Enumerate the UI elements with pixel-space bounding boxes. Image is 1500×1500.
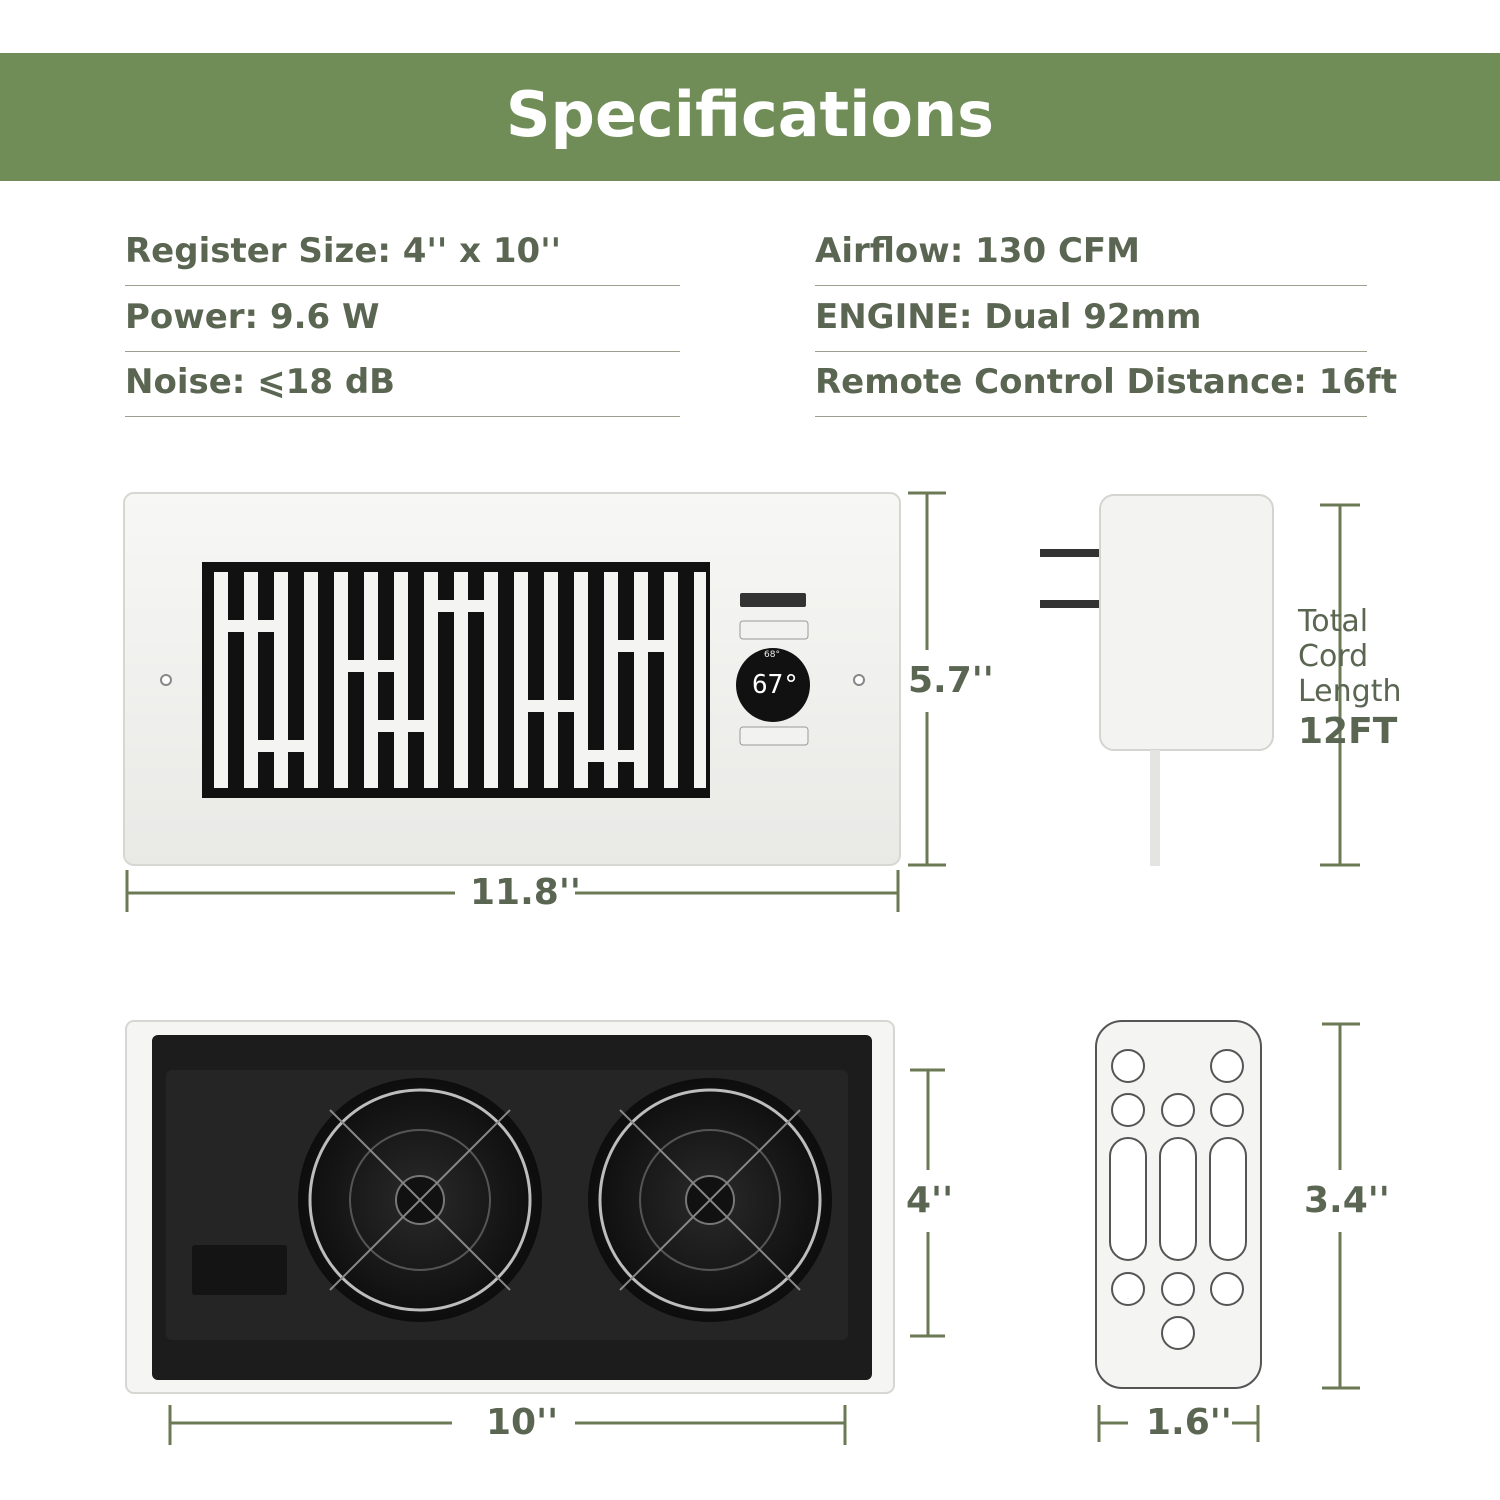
spec-remote-distance: Remote Control Distance: 16ft (815, 353, 1397, 417)
screw-hole (160, 674, 172, 686)
dimension-lines-back (168, 1068, 945, 1445)
header-banner: Specifications (0, 53, 1500, 181)
dimension-lines-front (125, 491, 946, 912)
grille-pattern (214, 572, 706, 788)
display-set-temp: 68° (764, 650, 780, 660)
spec-register-size: Register Size: 4'' x 10'' (125, 222, 680, 286)
panel-buttons-top (739, 620, 809, 640)
cord-label-line2: Cord (1298, 639, 1369, 674)
vent-back-view (125, 1020, 895, 1394)
remote-height-label: 3.4'' (1304, 1180, 1390, 1221)
back-width-label: 10'' (486, 1402, 559, 1443)
spec-noise: Noise: ⩽18 dB (125, 353, 680, 417)
remote-control (1095, 1020, 1262, 1389)
cord-label-line3: Length (1298, 674, 1402, 709)
front-width-label: 11.8'' (470, 872, 581, 913)
spec-engine: ENGINE: Dual 92mm (815, 288, 1367, 352)
page-title: Specifications (505, 78, 995, 151)
spec-power: Power: 9.6 W (125, 288, 680, 352)
label-plate (192, 1245, 287, 1295)
power-adapter (1040, 494, 1274, 866)
back-height-label: 4'' (906, 1180, 954, 1221)
spec-list-left: Register Size: 4'' x 10'' Power: 9.6 W N… (125, 222, 680, 419)
front-height-label: 5.7'' (908, 660, 994, 701)
dimension-lines-cord (1320, 503, 1360, 867)
panel-buttons-bottom (739, 726, 809, 746)
remote-width-label: 1.6'' (1146, 1402, 1232, 1443)
screw-hole (853, 674, 865, 686)
display-temp: 67° (752, 670, 799, 700)
spec-list-right: Airflow: 130 CFM ENGINE: Dual 92mm Remot… (815, 222, 1397, 419)
spec-airflow: Airflow: 130 CFM (815, 222, 1367, 286)
cord-length-value: 12FT (1298, 711, 1398, 752)
cord-label-line1: Total (1298, 604, 1369, 639)
temperature-display (736, 648, 810, 722)
vent-front-view (123, 492, 901, 866)
dimension-lines-remote (1097, 1022, 1360, 1442)
sensor-slot (740, 593, 806, 607)
